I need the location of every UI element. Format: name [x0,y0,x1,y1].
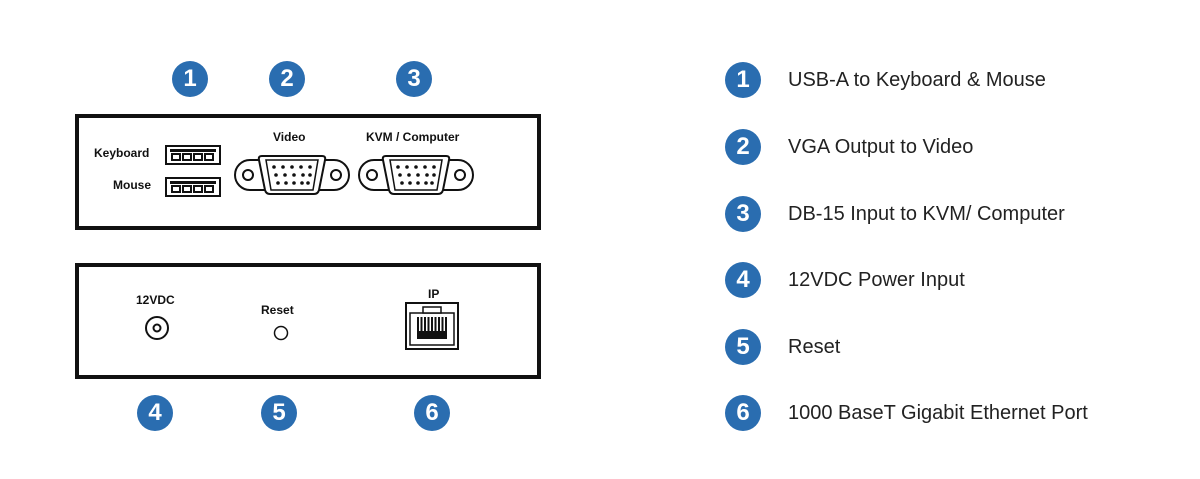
legend-badge: 5 [725,329,761,365]
legend-item: 5 Reset [725,329,840,365]
power-12vdc-label: 12VDC [136,293,175,307]
legend-text: 1000 BaseT Gigabit Ethernet Port [788,401,1088,424]
legend-item: 2 VGA Output to Video [725,129,973,165]
legend-badge: 2 [725,129,761,165]
legend-item: 4 12VDC Power Input [725,262,965,298]
legend-item: 3 DB-15 Input to KVM/ Computer [725,196,1065,232]
callout-badge-3: 3 [396,61,432,97]
legend-item: 1 USB-A to Keyboard & Mouse [725,62,1046,98]
legend-text: VGA Output to Video [788,135,974,158]
ip-label: IP [428,287,440,301]
callout-badge-2: 2 [269,61,305,97]
dc-power-jack-icon [145,316,169,340]
legend-badge: 4 [725,262,761,298]
keyboard-label: Keyboard [94,146,150,160]
db15-kvm-port-icon [358,155,474,195]
usb-mouse-port-icon [165,177,221,197]
legend-badge: 6 [725,395,761,431]
callout-badge-5: 5 [261,395,297,431]
video-label: Video [273,130,306,144]
legend-badge: 1 [725,62,761,98]
callout-badge-6: 6 [414,395,450,431]
legend-text: USB-A to Keyboard & Mouse [788,68,1046,91]
legend-text: 12VDC Power Input [788,268,965,291]
legend-badge: 3 [725,196,761,232]
front-panel: Keyboard Mouse Video KVM / Computer [75,114,541,230]
callout-badge-4: 4 [137,395,173,431]
vga-video-port-icon [234,155,350,195]
reset-label: Reset [261,303,294,317]
kvm-computer-label: KVM / Computer [366,130,460,144]
callout-badge-1: 1 [172,61,208,97]
mouse-label: Mouse [113,178,152,192]
reset-button-icon [273,325,289,341]
legend-text: Reset [788,335,841,358]
ethernet-port-icon [405,302,459,350]
usb-keyboard-port-icon [165,145,221,165]
back-panel: 12VDC Reset IP [75,263,541,379]
legend-text: DB-15 Input to KVM/ Computer [788,202,1065,225]
legend-item: 6 1000 BaseT Gigabit Ethernet Port [725,395,1088,431]
